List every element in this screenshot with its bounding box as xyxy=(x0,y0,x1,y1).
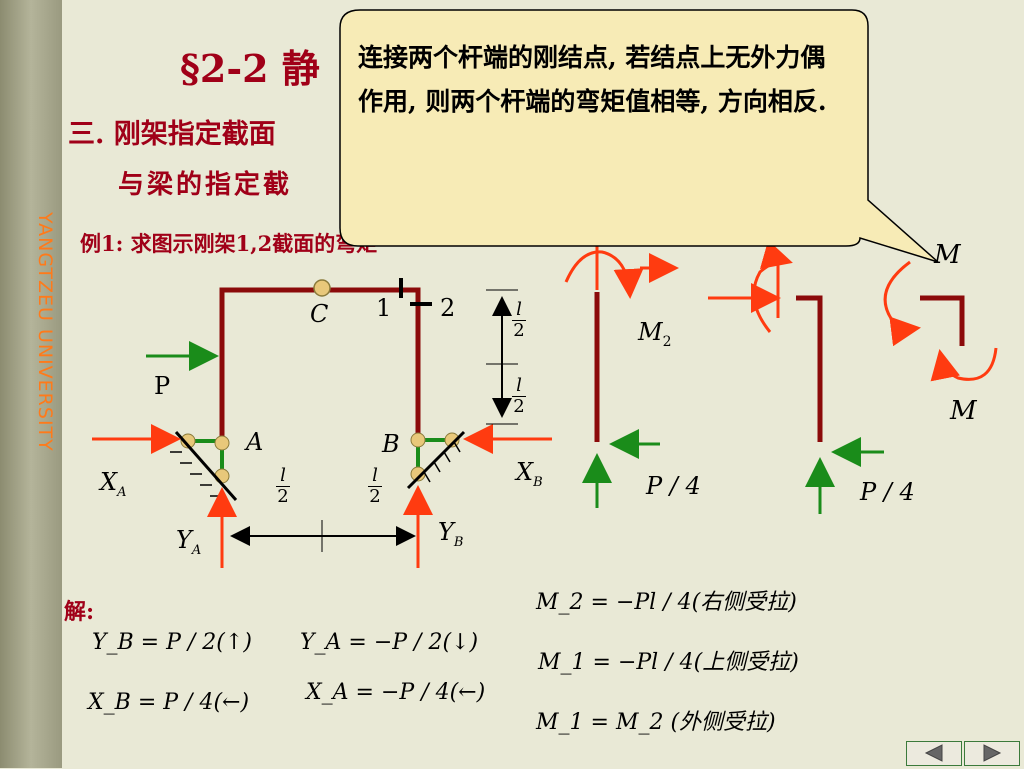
prev-slide-button[interactable] xyxy=(906,741,962,766)
university-label: YANGTZEU UNIVERSITY xyxy=(34,212,56,452)
triangle-right-icon xyxy=(983,744,1002,762)
fb1-moment-arc xyxy=(564,250,644,299)
callout-text: 连接两个杆端的刚结点, 若结点上无外力偶作用, 则两个杆端的弯矩值相等, 方向相… xyxy=(358,43,827,116)
label-xa: XA xyxy=(100,468,127,500)
label-c: C xyxy=(310,300,329,328)
example-statement: 例1: 求图示刚架1,2截面的弯矩 xyxy=(80,231,378,256)
joint-moment-bottom xyxy=(930,347,998,382)
label-xb: XB xyxy=(516,458,543,490)
joint-member xyxy=(920,295,965,346)
label-p4-left: P / 4 xyxy=(646,472,701,500)
label-b: B xyxy=(382,430,400,458)
support-b-pin xyxy=(410,432,426,448)
label-p: P xyxy=(154,372,171,400)
callout-bubble xyxy=(339,9,939,263)
eq-ya: Y_A = −P / 2(↓) xyxy=(300,630,479,655)
eq-m1: M_1 = −Pl / 4(上侧受拉) xyxy=(538,650,799,675)
label-ya: YA xyxy=(176,526,202,558)
subtitle-line-2: 与梁的指定截 xyxy=(118,170,293,200)
eq-xa: X_A = −P / 4(←) xyxy=(306,680,486,705)
slide-title: §2-2 静 xyxy=(180,46,320,91)
eq-xb: X_B = P / 4(←) xyxy=(88,690,250,715)
label-p4-right: P / 4 xyxy=(860,478,915,506)
label-m-bottom: M xyxy=(950,396,977,426)
fb2-moment-arc xyxy=(752,240,793,333)
sidebar-band: YANGTZEU UNIVERSITY xyxy=(0,0,62,768)
label-section-1: 1 xyxy=(376,294,392,322)
eq-yb: Y_B = P / 2(↑) xyxy=(92,630,252,655)
hinge-c xyxy=(313,279,331,297)
label-section-2: 2 xyxy=(440,294,456,322)
joint-moment-top xyxy=(883,260,921,347)
label-m-top: M xyxy=(934,240,961,270)
triangle-left-icon xyxy=(924,744,943,762)
ground-b xyxy=(406,430,466,490)
eq-m1-m2: M_1 = M_2 (外侧受拉) xyxy=(536,710,776,735)
label-m2: M2 xyxy=(638,318,672,350)
label-a: A xyxy=(246,428,264,456)
support-a-pin xyxy=(214,435,230,451)
label-yb: YB xyxy=(438,518,464,550)
subtitle-line-1: 三. 刚架指定截面 xyxy=(68,119,276,150)
next-slide-button[interactable] xyxy=(964,741,1020,766)
fb2-member xyxy=(796,295,823,442)
eq-m2: M_2 = −Pl / 4(右侧受拉) xyxy=(536,590,797,615)
solution-label: 解: xyxy=(64,599,95,625)
